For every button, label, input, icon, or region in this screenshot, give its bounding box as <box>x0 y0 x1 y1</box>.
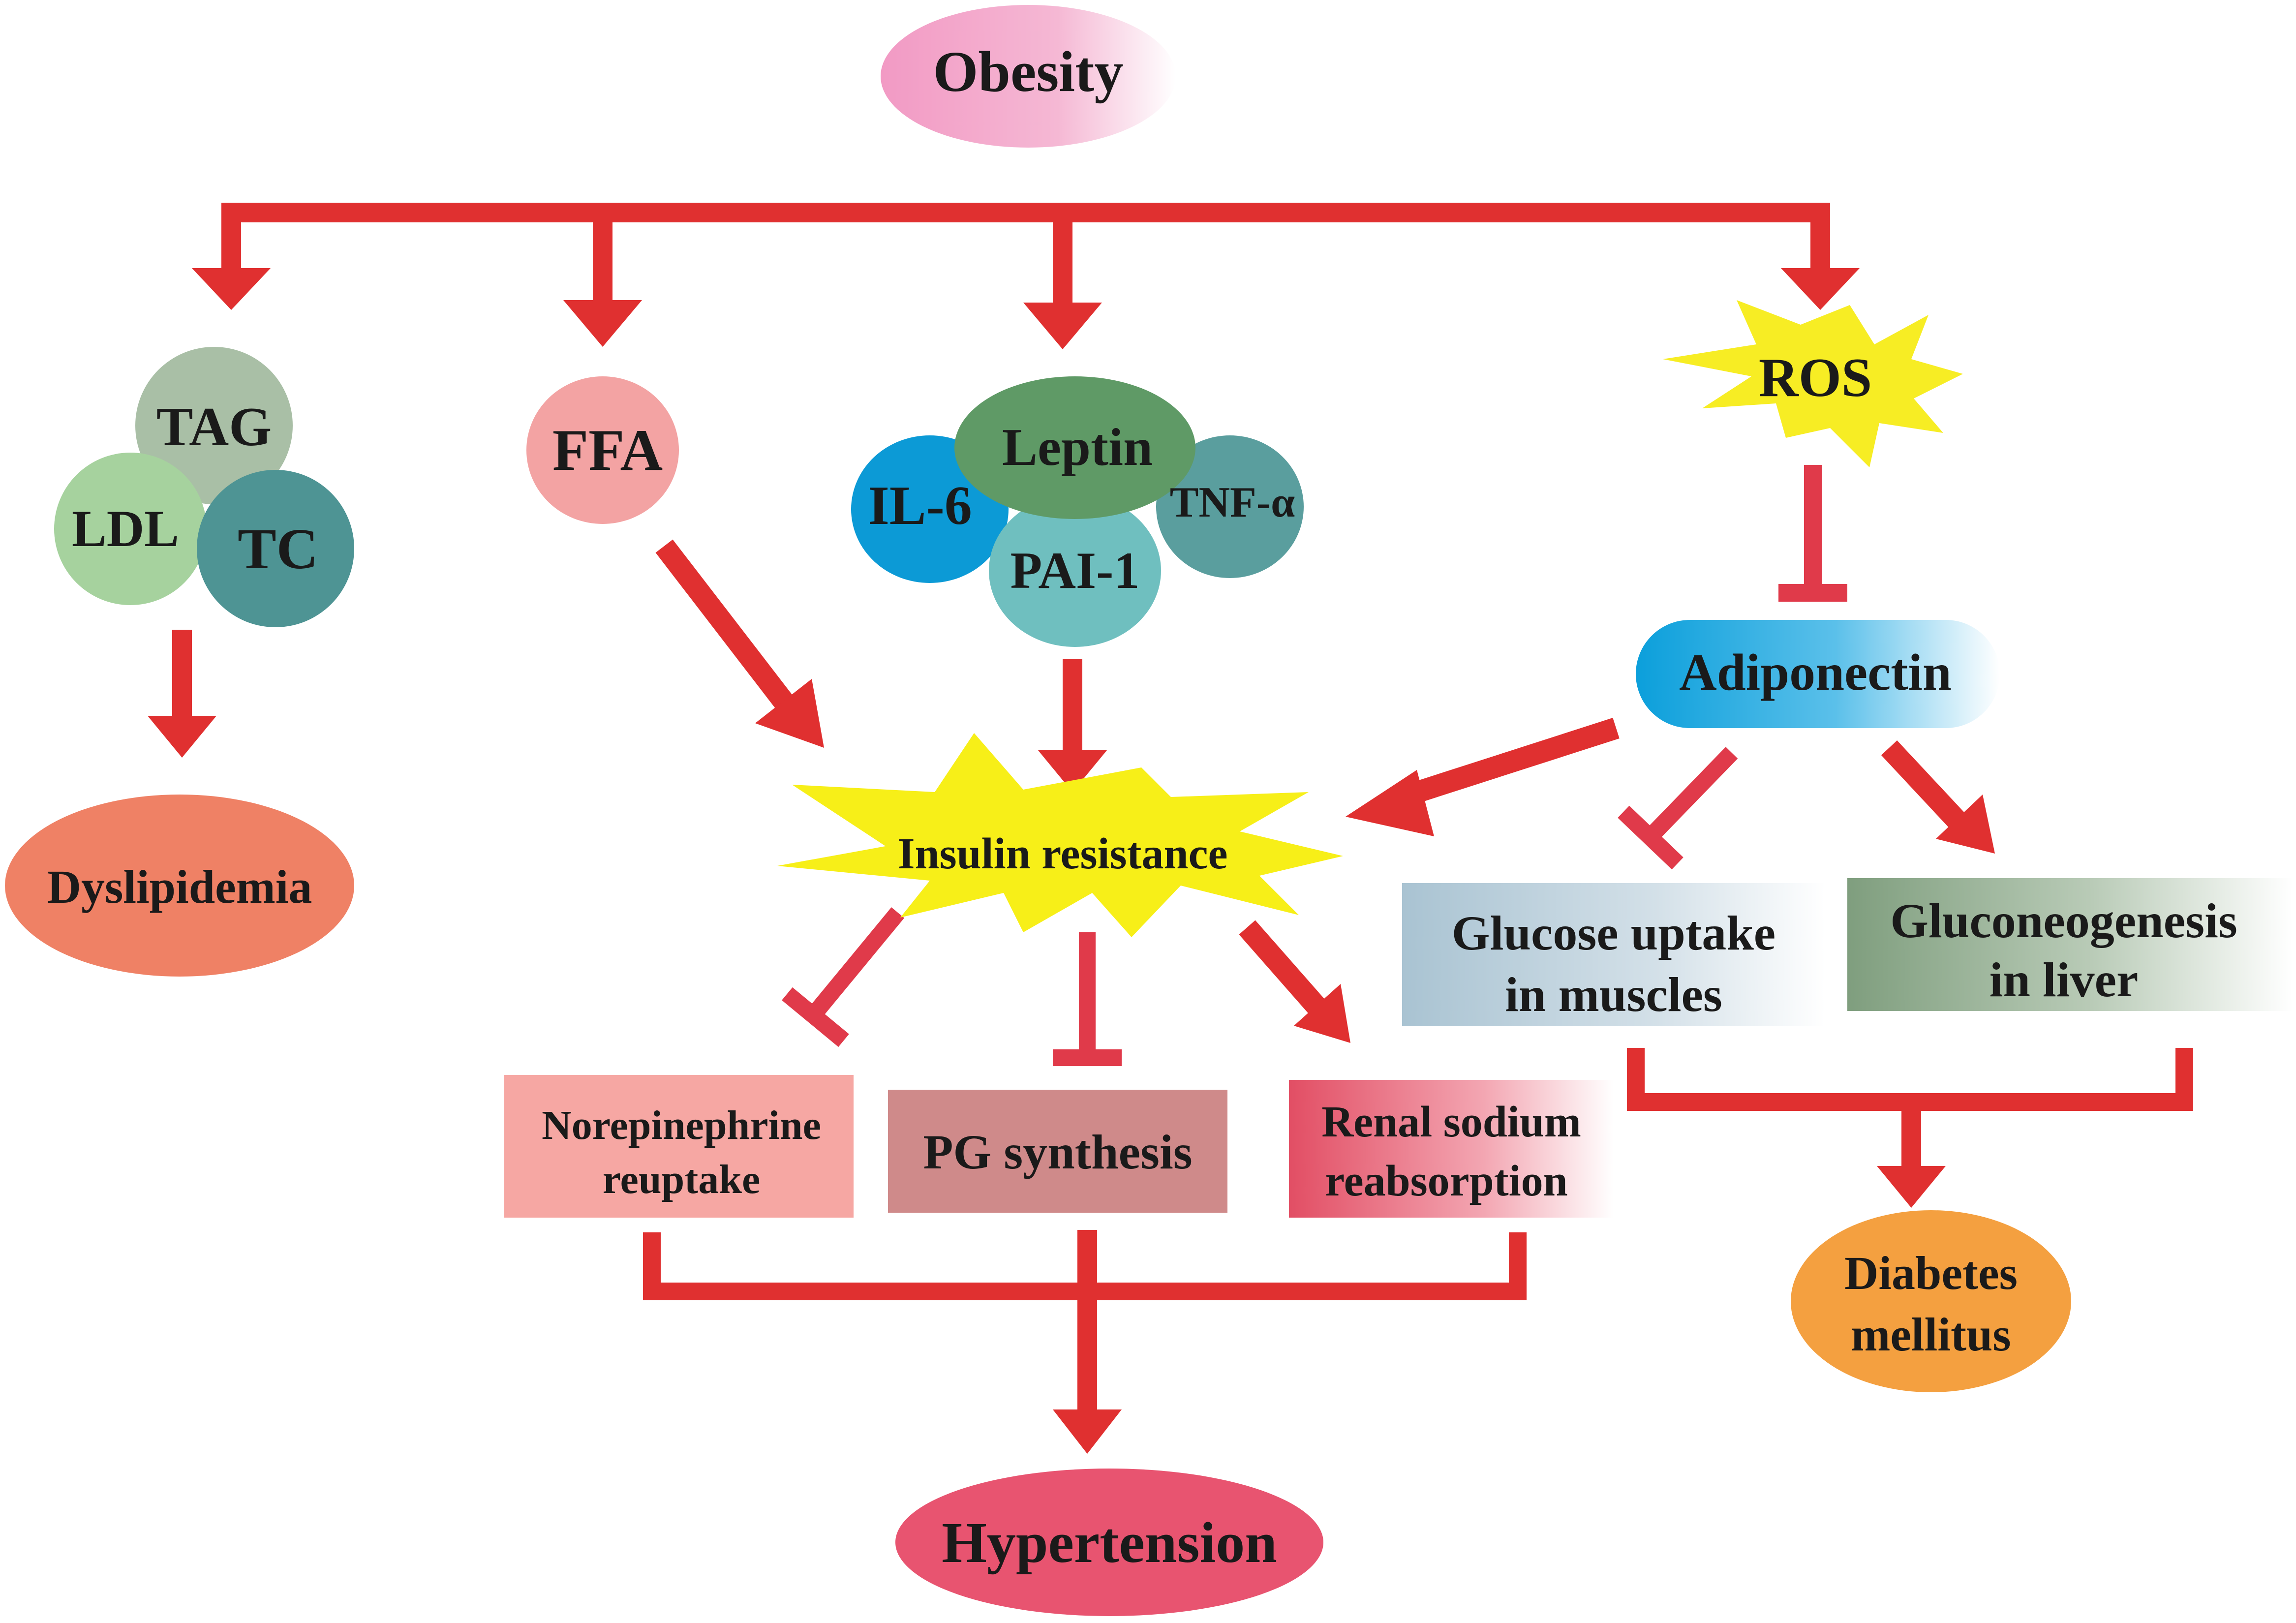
tc-label: TC <box>238 517 318 581</box>
tnf-label: TNF-α <box>1170 479 1295 526</box>
gluconeogenesis-label-line1: Gluconeogenesis <box>1890 893 2237 948</box>
insulin-resistance-burst-shape <box>777 733 1343 937</box>
leptin-label: Leptin <box>1002 418 1153 477</box>
ffa-to-insulin-line <box>655 539 796 713</box>
leptin-shape <box>954 376 1195 519</box>
node-lipid-cluster: TAG LDL TC <box>54 347 354 627</box>
insulin-to-renal-line <box>1239 920 1327 1016</box>
tag-label: TAG <box>156 397 272 458</box>
norepinephrine-label-line2: reuptake <box>603 1157 760 1202</box>
pai1-shape <box>989 494 1161 647</box>
adiponectin-shape <box>1636 620 2000 728</box>
dyslipidemia-shape <box>5 795 354 977</box>
insulin-inhibits-norepinephrine-line <box>810 907 905 1016</box>
tnf-shape <box>1156 435 1304 578</box>
arrowhead-to-dyslipidemia <box>148 716 216 758</box>
arrowhead-to-ffa <box>563 300 642 347</box>
norepinephrine-shape <box>504 1075 854 1218</box>
adiponectin-inhibits-glucose-line <box>1647 747 1738 840</box>
dyslipidemia-label: Dyslipidemia <box>47 860 312 913</box>
gluconeogenesis-label-line2: in liver <box>1990 952 2139 1007</box>
il6-label: IL-6 <box>868 475 972 536</box>
obesity-bus-line <box>221 203 1830 273</box>
pg-synthesis-shape <box>888 1090 1227 1213</box>
arrowhead-to-diabetes <box>1877 1166 1946 1208</box>
arrowhead-to-cytokines <box>1023 303 1102 349</box>
hypertension-label: Hypertension <box>942 1510 1277 1575</box>
renal-sodium-label-line1: Renal sodium <box>1321 1098 1581 1146</box>
arrowhead-to-lipids <box>192 268 271 310</box>
adiponectin-to-gluconeogenesis-line <box>1881 740 1966 829</box>
node-cytokine-cluster: IL-6 TNF-α PAI-1 Leptin <box>851 376 1304 647</box>
diabetes-bus-line <box>1627 1048 2193 1111</box>
obesity-shape <box>881 5 1176 148</box>
glucose-uptake-label-line1: Glucose uptake <box>1452 906 1776 960</box>
node-norepinephrine-reuptake: Norepinephrine reuptake <box>504 1075 854 1218</box>
arrowhead-to-renal <box>1294 984 1350 1043</box>
insulin-inhibits-norepinephrine-bar <box>782 987 849 1047</box>
node-ffa: FFA <box>526 376 679 524</box>
diabetes-label-line1: Diabetes <box>1844 1247 2018 1299</box>
arrowhead-to-hypertension <box>1053 1409 1122 1454</box>
node-adiponectin: Adiponectin <box>1636 620 2000 728</box>
tc-shape <box>197 470 354 627</box>
adiponectin-label: Adiponectin <box>1679 643 1952 701</box>
gluconeogenesis-shape <box>1847 878 2293 1011</box>
arrowhead-to-gluconeogenesis <box>1936 795 1995 854</box>
connectors <box>148 203 2193 1454</box>
ldl-label: LDL <box>72 500 179 557</box>
node-renal-sodium-reabsorption: Renal sodium reabsorption <box>1289 1080 1614 1218</box>
arrowhead-adiponectin-to-insulin <box>1346 770 1434 836</box>
node-pg-synthesis: PG synthesis <box>888 1090 1227 1213</box>
hypertension-shape <box>895 1469 1323 1616</box>
pai1-label: PAI-1 <box>1010 542 1140 599</box>
ros-burst-shape <box>1663 300 1963 467</box>
ros-label: ROS <box>1759 347 1872 408</box>
arrowhead-ffa-to-insulin <box>755 679 824 748</box>
insulin-resistance-label: Insulin resistance <box>898 829 1228 878</box>
arrowhead-cytokines-to-insulin <box>1038 750 1107 792</box>
diabetes-shape <box>1791 1210 2071 1392</box>
node-obesity: Obesity <box>881 5 1176 148</box>
glucose-uptake-label-line2: in muscles <box>1505 967 1722 1022</box>
obesity-label: Obesity <box>933 39 1124 104</box>
arrowhead-to-ros <box>1781 268 1860 310</box>
node-ros: ROS <box>1663 300 1963 467</box>
node-diabetes-mellitus: Diabetes mellitus <box>1791 1210 2071 1392</box>
pg-synthesis-label: PG synthesis <box>923 1125 1192 1179</box>
norepinephrine-label-line1: Norepinephrine <box>542 1102 821 1148</box>
renal-sodium-shape <box>1289 1080 1614 1218</box>
renal-sodium-label-line2: reabsorption <box>1325 1157 1567 1205</box>
ffa-shape <box>526 376 679 524</box>
ffa-label: FFA <box>552 417 663 483</box>
node-hypertension: Hypertension <box>895 1469 1323 1616</box>
ldl-shape <box>54 453 207 605</box>
node-gluconeogenesis: Gluconeogenesis in liver <box>1847 878 2293 1011</box>
node-glucose-uptake: Glucose uptake in muscles <box>1402 883 1825 1026</box>
node-insulin-resistance: Insulin resistance <box>777 733 1343 937</box>
glucose-uptake-shape <box>1402 883 1825 1026</box>
adiponectin-to-insulin-line <box>1399 718 1620 807</box>
diabetes-label-line2: mellitus <box>1851 1308 2011 1361</box>
adiponectin-inhibits-glucose-bar <box>1618 805 1684 870</box>
tag-shape <box>135 347 293 504</box>
node-dyslipidemia: Dyslipidemia <box>5 795 354 977</box>
